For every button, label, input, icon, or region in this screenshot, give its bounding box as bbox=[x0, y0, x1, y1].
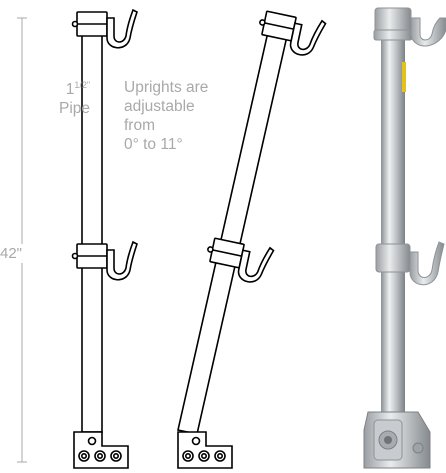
top-hook bbox=[106, 8, 138, 49]
pipe-word: Pipe bbox=[59, 100, 91, 117]
upright-tilted-drawing bbox=[177, 10, 327, 469]
pipe-size-fraction: 1/2" bbox=[74, 80, 91, 90]
upright-vertical-drawing bbox=[71, 8, 138, 469]
top-hook-tilted bbox=[289, 19, 327, 56]
base-plate-tilted bbox=[177, 431, 233, 469]
adjust-line-4: 0° to 11° bbox=[124, 136, 183, 153]
warning-sticker bbox=[402, 62, 406, 92]
base-plate bbox=[73, 431, 129, 469]
mid-fitting-photo bbox=[375, 243, 411, 273]
pipe-size-label: 11/2" Pipe bbox=[59, 76, 90, 118]
mid-hook-photo bbox=[409, 241, 445, 286]
adjust-line-3: from bbox=[124, 117, 155, 134]
adjust-line-2: adjustable bbox=[124, 98, 195, 115]
pipe-size-whole: 1 bbox=[65, 81, 75, 98]
height-label: 42" bbox=[0, 244, 24, 263]
adjust-line-1: Uprights are bbox=[124, 79, 209, 96]
upright-photo bbox=[363, 7, 446, 469]
height-dimension bbox=[17, 17, 27, 463]
mid-hook bbox=[106, 240, 138, 281]
adjustable-note: Uprights are adjustable from 0° to 11° bbox=[124, 78, 208, 154]
mid-hook-tilted bbox=[237, 246, 275, 283]
top-hook-photo bbox=[410, 17, 446, 47]
